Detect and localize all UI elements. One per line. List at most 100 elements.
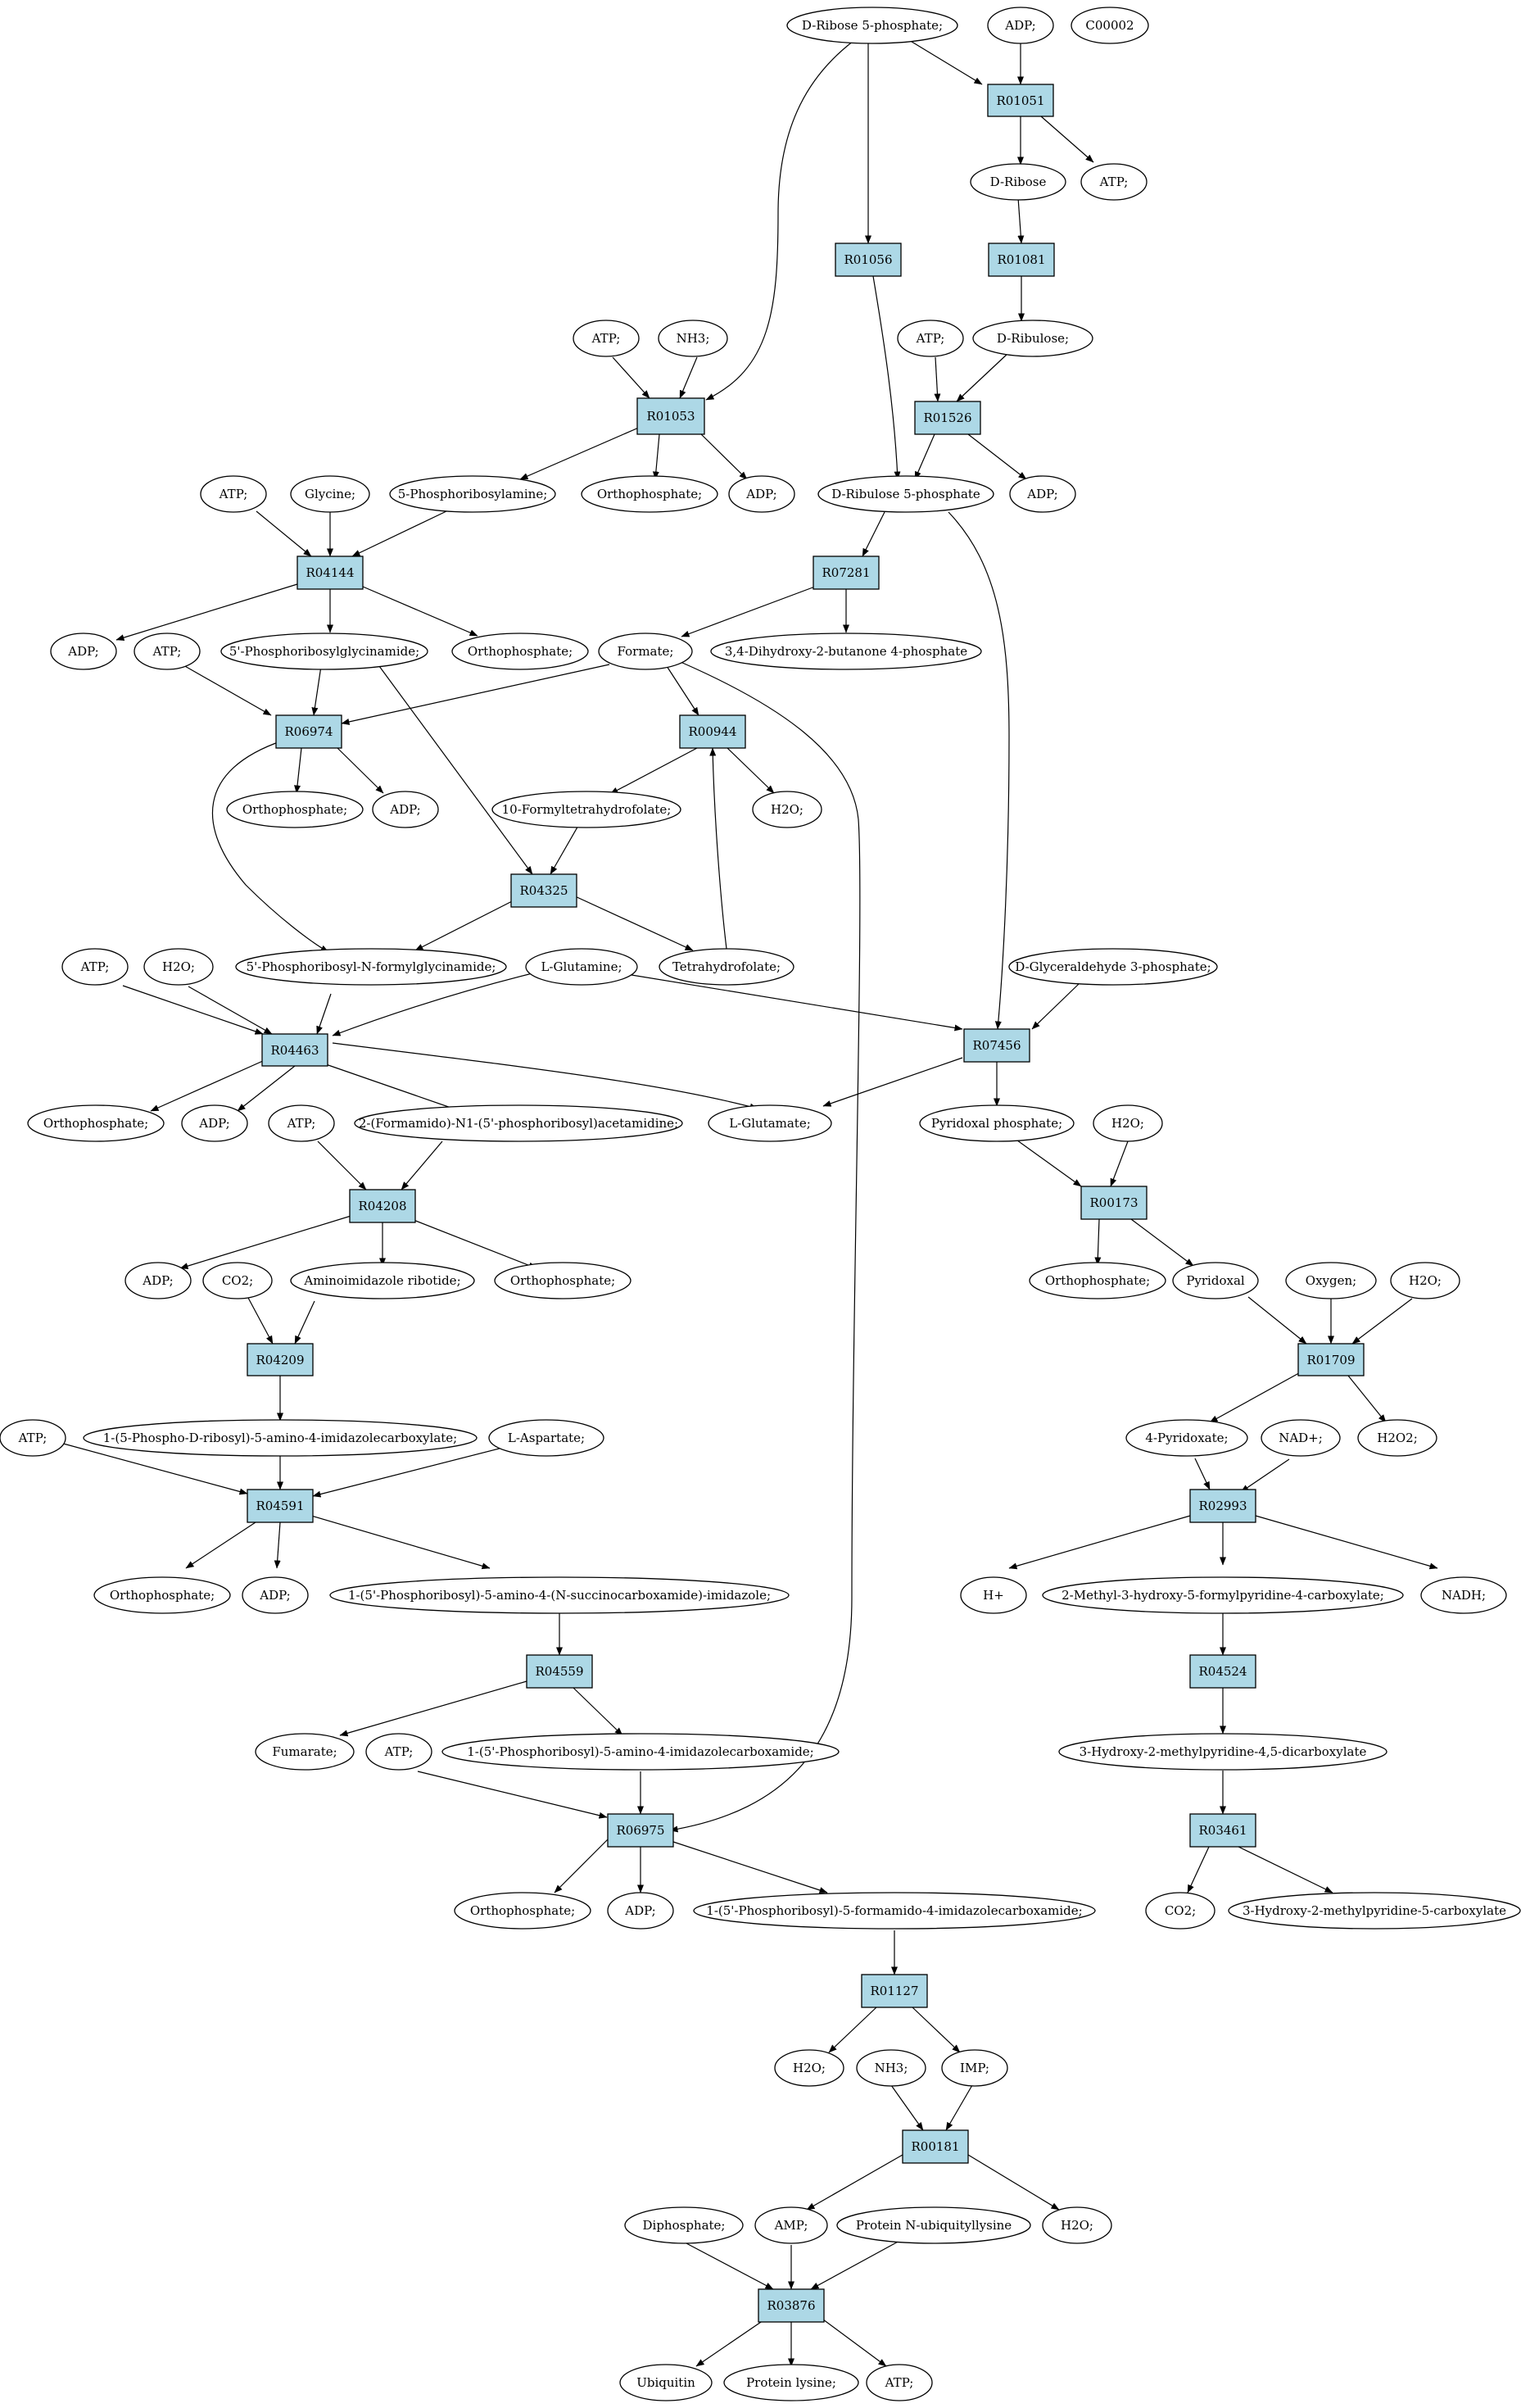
metabolite-node[interactable]: H2O; bbox=[1042, 2206, 1112, 2244]
metabolite-node[interactable]: 1-(5'-Phosphoribosyl)-5-formamido-4-imid… bbox=[693, 1892, 1096, 1930]
metabolite-node[interactable]: L-Glutamate; bbox=[708, 1104, 832, 1142]
reaction-node[interactable]: R04208 bbox=[349, 1189, 416, 1223]
metabolite-node[interactable]: 1-(5-Phospho-D-ribosyl)-5-amino-4-imidaz… bbox=[83, 1419, 478, 1457]
metabolite-node[interactable]: 5'-Phosphoribosylglycinamide; bbox=[220, 633, 428, 670]
metabolite-node[interactable]: H2O; bbox=[752, 791, 822, 828]
reaction-node[interactable]: R07456 bbox=[963, 1028, 1030, 1063]
metabolite-node[interactable]: NAD+; bbox=[1261, 1419, 1341, 1457]
metabolite-node[interactable]: ATP; bbox=[268, 1104, 335, 1142]
metabolite-node[interactable]: C00002 bbox=[1071, 7, 1149, 44]
metabolite-node[interactable]: Orthophosphate; bbox=[27, 1104, 165, 1142]
metabolite-node[interactable]: 5'-Phosphoribosyl-N-formylglycinamide; bbox=[235, 948, 507, 986]
reaction-node[interactable]: R01053 bbox=[636, 397, 705, 435]
metabolite-node[interactable]: Orthophosphate; bbox=[226, 791, 364, 828]
metabolite-node[interactable]: Orthophosphate; bbox=[494, 1262, 631, 1299]
metabolite-node[interactable]: ADP; bbox=[181, 1104, 248, 1142]
metabolite-node[interactable]: Orthophosphate; bbox=[451, 633, 589, 670]
reaction-node[interactable]: R03876 bbox=[758, 2288, 825, 2323]
reaction-node[interactable]: R04591 bbox=[247, 1489, 314, 1523]
metabolite-node[interactable]: CO2; bbox=[1145, 1892, 1215, 1930]
metabolite-node[interactable]: ATP; bbox=[1080, 163, 1148, 201]
metabolite-node[interactable]: ADP; bbox=[607, 1892, 674, 1930]
metabolite-node[interactable]: ATP; bbox=[897, 320, 964, 357]
reaction-node[interactable]: R00181 bbox=[902, 2129, 969, 2164]
reaction-node[interactable]: R01056 bbox=[835, 243, 902, 277]
metabolite-node[interactable]: IMP; bbox=[941, 2049, 1008, 2087]
metabolite-node[interactable]: ADP; bbox=[50, 633, 117, 670]
metabolite-node[interactable]: 10-Formyltetrahydrofolate; bbox=[491, 791, 681, 828]
reaction-node[interactable]: R06974 bbox=[275, 714, 342, 749]
metabolite-node[interactable]: 5-Phosphoribosylamine; bbox=[389, 475, 556, 513]
metabolite-node[interactable]: Pyridoxal phosphate; bbox=[919, 1104, 1075, 1142]
metabolite-node[interactable]: ATP; bbox=[0, 1419, 66, 1457]
metabolite-node[interactable]: ATP; bbox=[365, 1733, 432, 1771]
reaction-node[interactable]: R04524 bbox=[1189, 1654, 1256, 1689]
reaction-node[interactable]: R01127 bbox=[861, 1974, 928, 2008]
metabolite-node[interactable]: D-Ribose bbox=[970, 163, 1066, 201]
metabolite-node[interactable]: Fumarate; bbox=[255, 1733, 355, 1771]
metabolite-node[interactable]: 4-Pyridoxate; bbox=[1125, 1419, 1248, 1457]
metabolite-node[interactable]: H2O; bbox=[774, 2049, 844, 2087]
metabolite-node[interactable]: D-Ribulose; bbox=[972, 320, 1093, 357]
reaction-node[interactable]: R01081 bbox=[988, 243, 1055, 277]
metabolite-node[interactable]: NADH; bbox=[1420, 1576, 1507, 1614]
reaction-node[interactable]: R01709 bbox=[1297, 1343, 1365, 1376]
metabolite-node[interactable]: Diphosphate; bbox=[624, 2206, 744, 2244]
metabolite-node[interactable]: D-Ribose 5-phosphate; bbox=[786, 7, 958, 44]
metabolite-node[interactable]: 3-Hydroxy-2-methylpyridine-5-carboxylate bbox=[1228, 1892, 1521, 1930]
metabolite-node[interactable]: D-Ribulose 5-phosphate bbox=[817, 475, 994, 513]
metabolite-node[interactable]: H2O; bbox=[1093, 1104, 1163, 1142]
reaction-node[interactable]: R04209 bbox=[247, 1343, 314, 1376]
metabolite-node[interactable]: ATP; bbox=[866, 2364, 933, 2401]
metabolite-node[interactable]: ADP; bbox=[242, 1576, 309, 1614]
metabolite-node[interactable]: ADP; bbox=[124, 1262, 192, 1299]
metabolite-node[interactable]: L-Glutamine; bbox=[525, 948, 638, 986]
metabolite-node[interactable]: Orthophosphate; bbox=[581, 475, 718, 513]
metabolite-node[interactable]: D-Glyceraldehyde 3-phosphate; bbox=[1008, 948, 1218, 986]
metabolite-node[interactable]: CO2; bbox=[202, 1262, 273, 1299]
metabolite-node[interactable]: Ubiquitin bbox=[619, 2364, 713, 2401]
metabolite-node[interactable]: 2-Methyl-3-hydroxy-5-formylpyridine-4-ca… bbox=[1042, 1576, 1404, 1614]
metabolite-node[interactable]: NH3; bbox=[658, 320, 728, 357]
reaction-node[interactable]: R00944 bbox=[679, 714, 746, 749]
metabolite-node[interactable]: 3-Hydroxy-2-methylpyridine-4,5-dicarboxy… bbox=[1058, 1733, 1387, 1771]
metabolite-node[interactable]: Pyridoxal bbox=[1172, 1262, 1259, 1299]
metabolite-node[interactable]: ATP; bbox=[61, 948, 129, 986]
metabolite-node[interactable]: Protein lysine; bbox=[723, 2364, 859, 2401]
metabolite-node[interactable]: ADP; bbox=[1009, 475, 1076, 513]
metabolite-node[interactable]: L-Aspartate; bbox=[488, 1419, 604, 1457]
reaction-node[interactable]: R04559 bbox=[526, 1654, 593, 1689]
reaction-node[interactable]: R07281 bbox=[813, 556, 880, 590]
metabolite-node[interactable]: ATP; bbox=[573, 320, 640, 357]
metabolite-node[interactable]: H2O; bbox=[1390, 1262, 1460, 1299]
reaction-node[interactable]: R01051 bbox=[987, 84, 1054, 117]
reaction-node[interactable]: R06975 bbox=[607, 1813, 674, 1848]
metabolite-node[interactable]: ADP; bbox=[987, 7, 1054, 44]
metabolite-node[interactable]: Orthophosphate; bbox=[454, 1892, 591, 1930]
metabolite-node[interactable]: Oxygen; bbox=[1285, 1262, 1377, 1299]
metabolite-node[interactable]: H2O; bbox=[143, 948, 214, 986]
reaction-node[interactable]: R01526 bbox=[914, 401, 981, 435]
metabolite-node[interactable]: 1-(5'-Phosphoribosyl)-5-amino-4-(N-succi… bbox=[329, 1576, 790, 1614]
metabolite-node[interactable]: ADP; bbox=[728, 475, 795, 513]
metabolite-node[interactable]: H+ bbox=[960, 1576, 1027, 1614]
metabolite-node[interactable]: Tetrahydrofolate; bbox=[659, 948, 794, 986]
metabolite-node[interactable]: 2-(Formamido)-N1-(5'-phosphoribosyl)acet… bbox=[354, 1104, 683, 1142]
metabolite-node[interactable]: Orthophosphate; bbox=[1029, 1262, 1166, 1299]
metabolite-node[interactable]: 3,4-Dihydroxy-2-butanone 4-phosphate bbox=[710, 633, 982, 670]
metabolite-node[interactable]: AMP; bbox=[754, 2206, 828, 2244]
metabolite-node[interactable]: Protein N-ubiquityllysine bbox=[836, 2206, 1031, 2244]
reaction-node[interactable]: R04463 bbox=[261, 1033, 328, 1067]
metabolite-node[interactable]: Formate; bbox=[598, 633, 693, 670]
metabolite-node[interactable]: ATP; bbox=[200, 475, 267, 513]
metabolite-node[interactable]: ATP; bbox=[134, 633, 201, 670]
metabolite-node[interactable]: NH3; bbox=[856, 2049, 926, 2087]
reaction-node[interactable]: R02993 bbox=[1189, 1489, 1256, 1523]
reaction-node[interactable]: R04325 bbox=[510, 873, 577, 908]
metabolite-node[interactable]: H2O2; bbox=[1357, 1419, 1437, 1457]
metabolite-node[interactable]: Glycine; bbox=[290, 475, 370, 513]
reaction-node[interactable]: R03461 bbox=[1189, 1813, 1256, 1848]
metabolite-node[interactable]: ADP; bbox=[372, 791, 439, 828]
reaction-node[interactable]: R04144 bbox=[297, 556, 364, 590]
metabolite-node[interactable]: 1-(5'-Phosphoribosyl)-5-amino-4-imidazol… bbox=[441, 1733, 840, 1771]
